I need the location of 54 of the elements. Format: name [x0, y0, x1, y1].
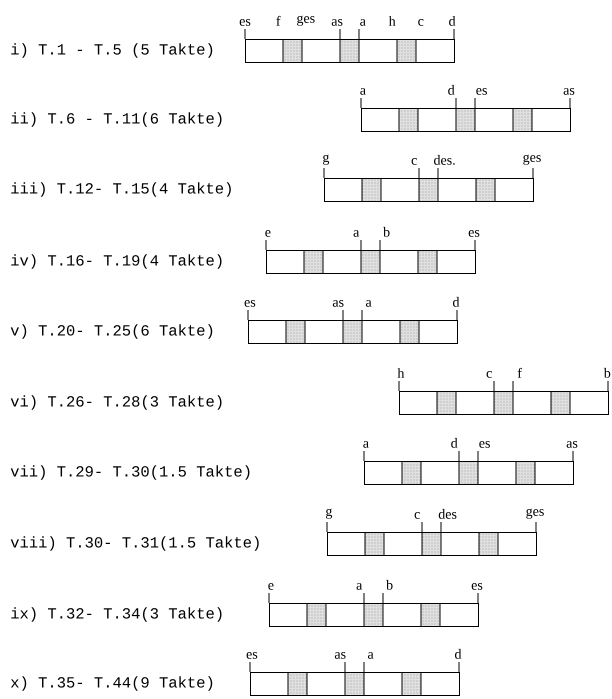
note-label: d — [451, 438, 458, 448]
note-label: h — [388, 16, 396, 26]
note-label: a — [354, 230, 360, 237]
note-label: e — [268, 583, 274, 590]
note-label: h — [398, 368, 404, 378]
note-label: a — [356, 583, 362, 590]
note-label: d — [453, 296, 460, 307]
note-label: a — [366, 300, 372, 307]
row-label: v) T.20- T.25(6 Takte) — [10, 324, 212, 339]
note-label: d — [449, 16, 456, 26]
note-label: b — [604, 368, 610, 378]
row-label: ix) T.32- T.34(3 Takte) — [11, 607, 222, 622]
note-label: a — [368, 652, 374, 659]
note-label: as — [332, 300, 344, 307]
note-label: ges — [523, 154, 541, 165]
note-label: des — [438, 508, 456, 519]
row-label: ii) T.6 - T.11(6 Takte) — [11, 112, 222, 127]
note-label: es — [468, 230, 480, 237]
note-label: a — [360, 88, 366, 95]
note-label: as — [334, 652, 346, 659]
note-label: c — [486, 371, 492, 378]
note-label: a — [360, 19, 366, 26]
note-label: c — [412, 158, 417, 165]
note-label: des. — [434, 154, 455, 165]
row-label: iii) T.12- T.15(4 Takte) — [11, 182, 231, 197]
row-label: viii) T.30- T.31(1.5 Takte) — [10, 536, 259, 551]
note-label: es — [476, 88, 487, 95]
note-label: es — [240, 19, 250, 26]
row-label: iv) T.16- T.19(4 Takte) — [11, 254, 222, 269]
note-label: g — [323, 154, 330, 165]
note-label: as — [564, 88, 574, 95]
note-label: g — [326, 508, 332, 519]
note-label: ges — [297, 16, 315, 26]
note-label: e — [265, 230, 271, 237]
note-label: as — [332, 19, 342, 26]
row-label: x) T.35- T.44(9 Takte) — [10, 676, 212, 691]
note-label: es — [472, 583, 482, 590]
note-label: c — [418, 19, 424, 26]
row-label: vii) T.29- T.30(1.5 Takte) — [10, 465, 250, 480]
note-label: b — [386, 580, 393, 590]
note-label: a — [363, 441, 369, 448]
note-label: ges — [526, 508, 544, 519]
note-label: d — [448, 84, 455, 95]
note-label: as — [566, 441, 578, 448]
note-label: b — [383, 226, 390, 237]
note-label: es — [244, 300, 256, 307]
note-label: c — [414, 512, 420, 519]
note-label: es — [246, 652, 258, 659]
note-label: f — [276, 16, 281, 26]
note-label: es — [479, 441, 490, 448]
note-label: d — [455, 648, 462, 659]
note-label: f — [518, 368, 522, 378]
row-label: vi) T.26- T.28(3 Takte) — [10, 395, 222, 410]
row-label: i) T.1 - T.5 (5 Takte) — [11, 43, 212, 58]
